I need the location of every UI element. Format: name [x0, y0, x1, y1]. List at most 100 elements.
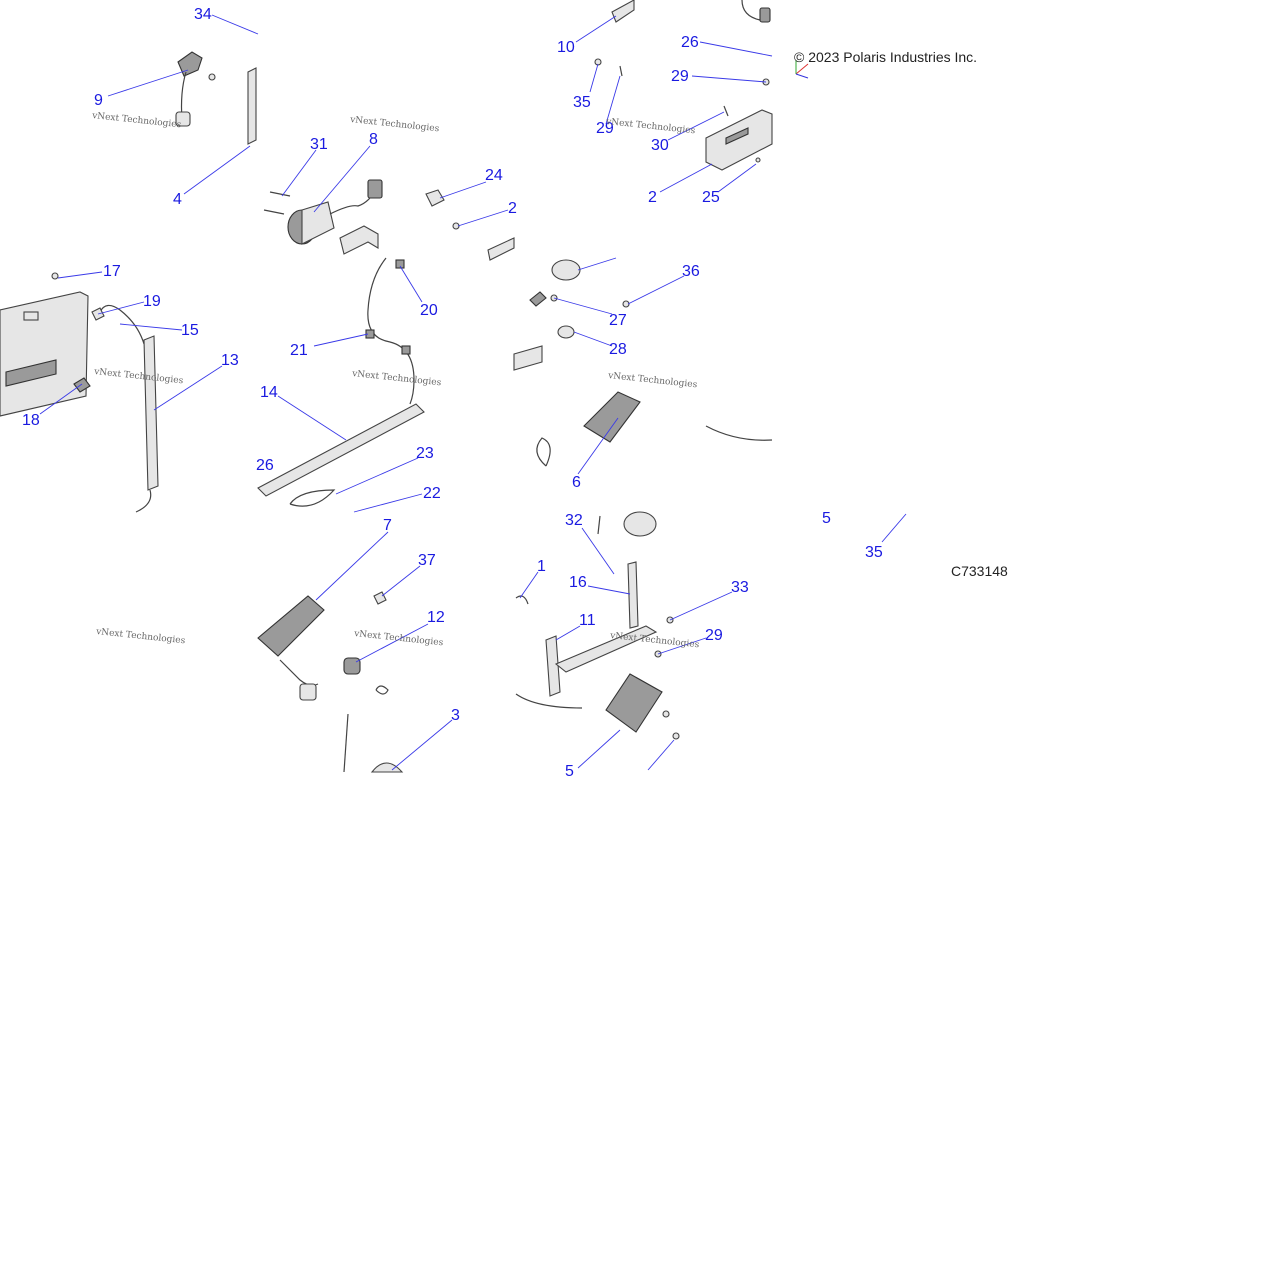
callout-31: 31 [310, 136, 328, 153]
callout-23: 23 [416, 445, 434, 462]
axis-triad-icon [795, 60, 809, 79]
callout-24: 24 [485, 167, 503, 184]
part-2-slot [725, 127, 749, 145]
part-28-cap [557, 325, 575, 339]
tile-bottom-right [515, 511, 680, 740]
callout-17: 17 [103, 263, 121, 280]
part-fastener [208, 73, 216, 81]
callout-12: 12 [427, 609, 445, 626]
part-pin [597, 515, 601, 535]
callout-28: 28 [609, 341, 627, 358]
part-15-wire [99, 304, 145, 345]
part-8-body [301, 201, 335, 245]
part-6-connector [583, 391, 641, 443]
callout-30: 30 [651, 137, 669, 154]
part-grommet [551, 259, 581, 281]
watermark: vNext Technologies [605, 117, 696, 136]
drawing-id: C733148 [951, 563, 1008, 579]
callout-14: 14 [260, 384, 278, 401]
part-harness-clip [401, 345, 411, 355]
part-mounting-plate [0, 291, 89, 417]
part-31-bolt [269, 191, 291, 197]
part-24-clip [425, 189, 445, 207]
part-4-panel-edge [247, 67, 257, 145]
part-11-beam [554, 625, 658, 673]
part-plate-slot [23, 311, 39, 321]
part-horn-disc [623, 511, 657, 537]
callout-20: 20 [420, 302, 438, 319]
callout-8: 8 [369, 131, 378, 148]
part-stud [343, 713, 349, 773]
tile-middle-middle [257, 257, 425, 507]
part-7-switch [257, 595, 325, 657]
part-ring-arc [705, 425, 773, 441]
watermark: vNext Technologies [351, 369, 442, 388]
callout-2b: 2 [648, 189, 657, 206]
part-bracket-left [513, 345, 543, 371]
callout-25: 25 [702, 189, 720, 206]
part-13-wire-lower [135, 489, 152, 513]
tile-top-left [175, 51, 257, 145]
callout-34: 34 [194, 6, 212, 23]
callout-29b: 29 [596, 120, 614, 137]
part-rod-stub [487, 237, 515, 261]
part-7-plug [299, 683, 317, 701]
part-plate-label [5, 359, 57, 387]
callout-32: 32 [565, 512, 583, 529]
callout-numbers: 34 9 4 31 8 24 2 10 26 29 35 29 30 2 25 … [22, 6, 883, 780]
part-8-connector [367, 179, 383, 199]
watermark: vNext Technologies [607, 371, 698, 390]
callout-7: 7 [383, 517, 392, 534]
part-20-clip [395, 259, 405, 269]
part-27-clip [529, 291, 547, 307]
part-14-rod [257, 403, 425, 497]
callout-33: 33 [731, 579, 749, 596]
callout-26a: 26 [681, 34, 699, 51]
watermark: vNext Technologies [93, 367, 184, 386]
part-3-disc [370, 762, 404, 773]
part-bracket [339, 225, 379, 255]
callout-2a: 2 [508, 200, 517, 217]
part-1-clip [515, 595, 529, 605]
callout-18: 18 [22, 412, 40, 429]
part-21-harness [367, 257, 415, 405]
callout-1: 1 [537, 558, 546, 575]
copyright-notice: © 2023 Polaris Industries Inc. [794, 49, 977, 65]
callout-15: 15 [181, 322, 199, 339]
tile-middle-left [0, 272, 159, 513]
callout-22: 22 [423, 485, 441, 502]
callout-35b: 35 [865, 544, 883, 561]
part-31-bolt-2 [263, 209, 285, 215]
callout-26b: 26 [256, 457, 274, 474]
callout-9: 9 [94, 92, 103, 109]
part-9-switch [177, 51, 203, 77]
part-16-bracket [627, 561, 639, 629]
part-11-rail [545, 635, 561, 697]
part-9-plug [175, 111, 191, 127]
part-nut-5 [662, 710, 670, 718]
leader-lines [39, 14, 907, 771]
callout-4: 4 [173, 191, 182, 208]
part-29-bolt [619, 65, 623, 77]
tile-top-right [594, 0, 773, 171]
part-17-nut [51, 272, 59, 280]
watermark: vNext Technologies [95, 627, 186, 646]
part-2-bracket [705, 109, 773, 171]
part-23-tie [289, 489, 336, 507]
callout-29a: 29 [671, 68, 689, 85]
callout-3: 3 [451, 707, 460, 724]
part-tie-loop [536, 437, 551, 467]
watermark: vNext Technologies [353, 629, 444, 648]
part-5-regulator [605, 673, 663, 733]
callout-29c: 29 [705, 627, 723, 644]
part-10-bracket [611, 0, 635, 23]
part-30-bolt [723, 105, 729, 117]
part-18-connector [73, 377, 91, 393]
callout-5b: 5 [822, 510, 831, 527]
callout-16: 16 [569, 574, 587, 591]
part-connector-top [759, 7, 771, 23]
part-7-wire [279, 659, 319, 686]
callout-11: 11 [579, 612, 596, 629]
callout-6: 6 [572, 474, 581, 491]
callout-35a: 35 [573, 94, 591, 111]
